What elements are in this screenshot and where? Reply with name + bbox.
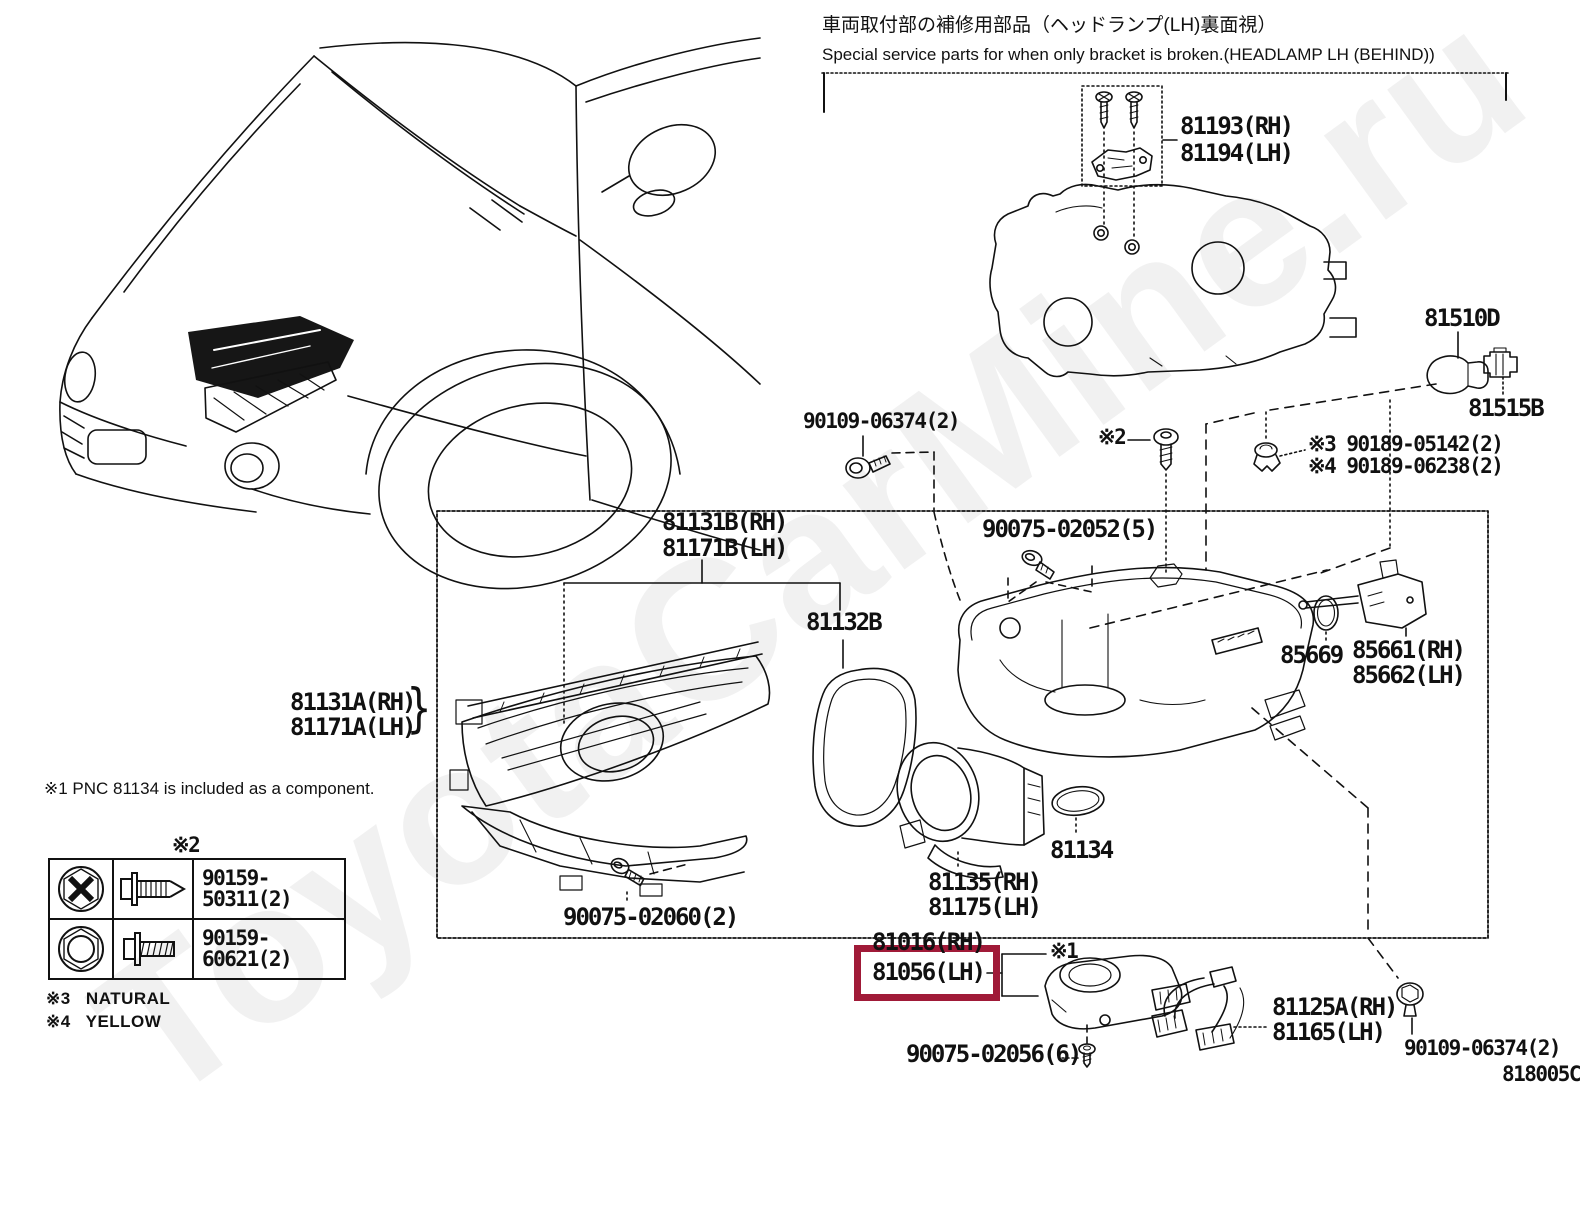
note-4-yellow: ※4 YELLOW (46, 1012, 162, 1031)
screw-02056-illustration (1078, 1043, 1096, 1068)
clip-illustration (1253, 442, 1281, 472)
bolt-bottom-illustration (1396, 982, 1424, 1035)
screw-side-icon (114, 860, 194, 918)
ballast-illustration (1044, 954, 1191, 1030)
part-85661[interactable]: 85661(RH) (1352, 636, 1466, 664)
table-ref2: ※2 (172, 833, 201, 857)
harness-illustration (1151, 966, 1245, 1051)
bolt-top-illustration (845, 455, 891, 479)
socket-illustration (1483, 347, 1518, 378)
part-90075-02060[interactable]: 90075-02060(2) (563, 903, 739, 931)
retainer-gasket-illustration (812, 667, 917, 827)
part-90189-06238[interactable]: ※4 90189-06238(2) (1308, 454, 1504, 478)
fastener-table: 90159-50311(2) 90159-60621(2) (48, 858, 346, 980)
part-81515b[interactable]: 81515B (1468, 394, 1545, 422)
part-90159-50311[interactable]: 90159-50311(2) (202, 866, 293, 911)
part-81510d[interactable]: 81510D (1424, 304, 1501, 332)
part-81056-selected[interactable]: 81056(LH) (872, 958, 986, 986)
part-85662[interactable]: 85662(LH) (1352, 661, 1466, 689)
diagram-line-art (59, 37, 1518, 1068)
part-90109-top[interactable]: 90109-06374(2) (803, 409, 961, 433)
part-81131b[interactable]: 81131B(RH) (662, 508, 788, 536)
bracket-illustration (1091, 147, 1153, 181)
title-jp: 車両取付部の補修用部品（ヘッドランプ(LH)裏面視） (822, 15, 1277, 36)
screw-02060-illustration (610, 857, 645, 887)
screw-02052-illustration (1021, 549, 1055, 580)
part-81193[interactable]: 81193(RH) (1180, 112, 1294, 140)
table-row: 90159-50311(2) (50, 860, 344, 918)
part-85669[interactable]: 85669 (1280, 641, 1344, 669)
part-81171a[interactable]: 81171A(LH) (290, 713, 417, 741)
headlamp-assembly-illustration (449, 559, 917, 904)
gasket-81134-illustration (1051, 785, 1105, 817)
part-81165[interactable]: 81165(LH) (1272, 1018, 1386, 1046)
part-81132b[interactable]: 81132B (806, 608, 883, 636)
projector-unit-illustration (896, 741, 1105, 880)
ballast-group (986, 953, 1269, 1068)
screw-ref2-illustration (1153, 428, 1179, 471)
main-parts-box (436, 510, 1489, 939)
part-81134[interactable]: 81134 (1050, 836, 1114, 864)
actuator-illustration (1298, 559, 1427, 629)
part-90159-60621[interactable]: 90159-60621(2) (202, 926, 293, 971)
car-illustration (59, 37, 761, 590)
bolt-side-icon (114, 920, 194, 978)
part-90075-02056[interactable]: 90075-02056(6) (906, 1040, 1082, 1068)
note-1: ※1 PNC 81134 is included as a component. (44, 779, 375, 798)
note-3-natural: ※3 NATURAL (46, 989, 171, 1008)
ref2-marker: ※2 (1098, 425, 1127, 449)
part-81194[interactable]: 81194(LH) (1180, 139, 1294, 167)
highlight-box-81056 (854, 945, 1000, 1001)
table-row: 90159-60621(2) (50, 918, 344, 978)
label-brace: } (407, 677, 432, 739)
top-fasteners (845, 428, 1179, 601)
title-en: Special service parts for when only brac… (822, 45, 1435, 64)
special-service-diagram (821, 72, 1509, 378)
part-81016[interactable]: 81016(RH) (872, 928, 986, 956)
diagram-code: 818005C (1502, 1062, 1582, 1086)
part-81175[interactable]: 81175(LH) (928, 893, 1042, 921)
hex-head-icon (50, 920, 114, 978)
headlamp-rear-housing-illustration (989, 183, 1357, 378)
part-90075-02052[interactable]: 90075-02052(5) (982, 515, 1158, 543)
bulb-socket-diagram (1205, 331, 1518, 575)
bulb-illustration (1426, 355, 1489, 395)
housing-illustration (957, 549, 1427, 979)
ref1-marker: ※1 (1050, 939, 1079, 963)
part-90189-05142[interactable]: ※3 90189-05142(2) (1308, 432, 1504, 456)
part-81171b[interactable]: 81171B(LH) (662, 534, 788, 562)
bracket-screws (1095, 91, 1143, 129)
part-81125a[interactable]: 81125A(RH) (1272, 993, 1398, 1021)
phillips-head-icon (50, 860, 114, 918)
part-81131a[interactable]: 81131A(RH) (290, 688, 417, 716)
part-81135[interactable]: 81135(RH) (928, 868, 1042, 896)
part-90109-bottom[interactable]: 90109-06374(2) (1404, 1036, 1562, 1060)
